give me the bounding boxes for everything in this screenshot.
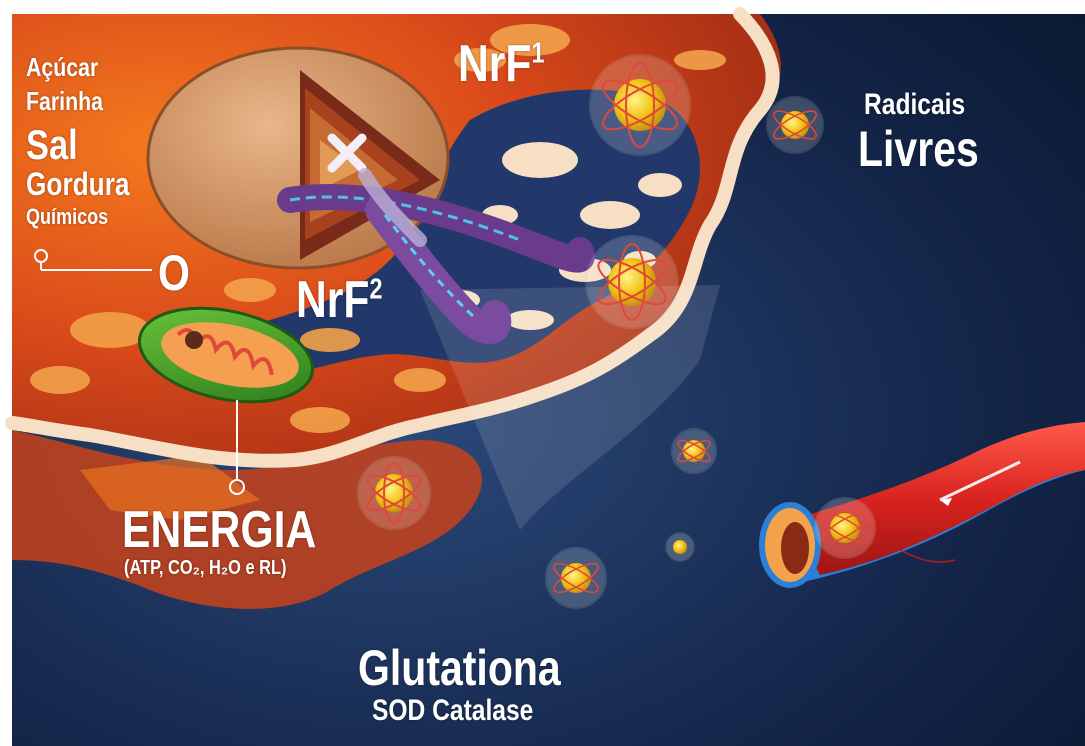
label-energia: ENERGIA bbox=[122, 504, 316, 556]
label-farinha: Farinha bbox=[26, 88, 103, 114]
label-quimicos: Químicos bbox=[26, 206, 108, 228]
free-radical-icon bbox=[590, 55, 690, 155]
label-energia-detail: (ATP, CO₂, H₂O e RL) bbox=[124, 558, 286, 578]
label-gordura: Gordura bbox=[26, 168, 130, 200]
label-acucar: Açúcar bbox=[26, 54, 98, 80]
label-livres: Livres bbox=[858, 124, 979, 174]
free-radical-icon bbox=[546, 548, 606, 608]
label-zero: O bbox=[158, 248, 190, 298]
label-nrf1-sup: 1 bbox=[531, 38, 544, 70]
label-nrf2-base: NrF bbox=[296, 271, 369, 329]
label-nrf2-sup: 2 bbox=[369, 274, 382, 306]
label-nrf1: NrF1 bbox=[458, 38, 544, 90]
label-sal: Sal bbox=[26, 124, 78, 166]
free-radical-icon bbox=[672, 429, 716, 473]
label-sod-catalase: SOD Catalase bbox=[372, 696, 533, 726]
free-radical-icon bbox=[767, 97, 823, 153]
label-nrf1-base: NrF bbox=[458, 35, 531, 93]
free-radical-icon bbox=[358, 457, 430, 529]
label-glutationa: Glutationa bbox=[358, 643, 561, 693]
free-radical-icon bbox=[586, 236, 678, 328]
label-nrf2: NrF2 bbox=[296, 274, 382, 326]
label-radicais: Radicais bbox=[864, 90, 965, 120]
free-radical-icon bbox=[666, 533, 694, 561]
